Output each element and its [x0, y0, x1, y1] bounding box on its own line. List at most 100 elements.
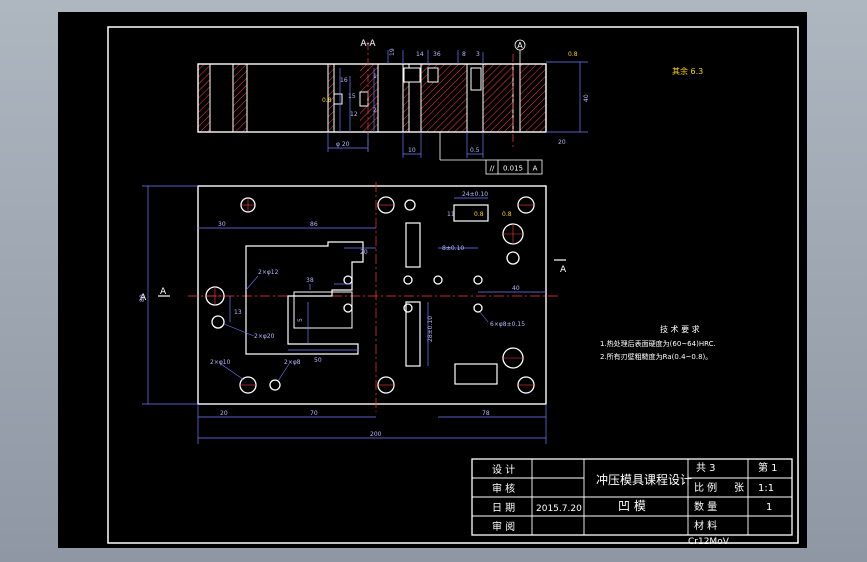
svg-text:0.8: 0.8 [474, 211, 484, 218]
svg-text:20: 20 [220, 410, 228, 417]
svg-text:86: 86 [310, 221, 318, 228]
svg-text:A: A [533, 165, 538, 173]
svg-text:1: 1 [373, 73, 377, 80]
cad-viewport[interactable]: A A-A // 0.015 A 19 14 36 8 3 0.8 40 20 … [58, 12, 807, 548]
svg-text:3: 3 [476, 51, 480, 58]
plate-outline [197, 185, 547, 405]
svg-text:0.8: 0.8 [568, 51, 578, 58]
tb-sheets-label: 张 [734, 482, 744, 494]
small-hole [211, 315, 225, 329]
hatch-left2 [233, 64, 247, 132]
svg-text:φ 20: φ 20 [336, 141, 350, 148]
tb-project-title: 冲压模具课程设计 [596, 472, 692, 487]
pin-hole [343, 275, 353, 285]
svg-text:8±0.10: 8±0.10 [442, 245, 464, 252]
pin-hole [403, 275, 413, 285]
svg-text:A: A [140, 293, 147, 303]
svg-text:0.8: 0.8 [322, 97, 332, 104]
plan-view: A A A 80 30 86 24±0.10 11 0.8 0.8 8±0.10… [139, 182, 567, 444]
section-title: A-A [360, 39, 376, 49]
tb-design-label: 设 计 [492, 463, 515, 476]
section-view: A A-A // 0.015 A 19 14 36 8 3 0.8 40 20 … [197, 39, 590, 175]
small-hole [404, 199, 416, 211]
hatch-left [198, 64, 210, 132]
svg-text:2×φ8: 2×φ8 [284, 359, 301, 366]
hatch-mid5 [483, 64, 513, 132]
tb-material-label: 材 料 [694, 519, 717, 532]
hatch-mid2 [360, 64, 378, 132]
svg-text:24±0.10: 24±0.10 [462, 191, 488, 198]
svg-text://: // [490, 165, 495, 173]
svg-text:A: A [560, 265, 567, 275]
slot-top [453, 204, 489, 222]
svg-text:70: 70 [310, 410, 318, 417]
svg-text:0.5: 0.5 [470, 147, 480, 154]
pin-hole [343, 303, 353, 313]
tb-scale-label: 比 例 [694, 481, 717, 494]
slot-bottom [454, 363, 498, 385]
other-roughness: 其余 6.3 [672, 66, 703, 76]
tech-title: 技 术 要 求 [660, 324, 700, 334]
svg-text:36: 36 [433, 51, 441, 58]
tech-line-2: 2.所有刃壁粗糙度为Ra(0.4~0.8)。 [600, 352, 712, 361]
drawing-canvas: A A-A // 0.015 A 19 14 36 8 3 0.8 40 20 … [107, 26, 799, 547]
svg-text:78: 78 [482, 410, 490, 417]
svg-text:38: 38 [306, 277, 314, 284]
svg-text:13: 13 [234, 309, 242, 316]
svg-text:8: 8 [462, 51, 466, 58]
title-block: 设 计 审 核 日 期 审 阅 2015.7.20 冲压模具课程设计 凹 模 共… [471, 458, 793, 547]
svg-text:16: 16 [340, 77, 348, 84]
svg-text:10: 10 [408, 147, 416, 154]
tb-date-label: 日 期 [492, 502, 515, 514]
datum-a-label: A [517, 41, 523, 50]
hatch-mid1 [328, 64, 334, 132]
tb-qty-value: 1 [766, 502, 772, 513]
svg-text:15: 15 [348, 93, 356, 100]
svg-text:14: 14 [416, 51, 424, 58]
svg-text:5: 5 [297, 318, 304, 322]
svg-text:19: 19 [389, 48, 396, 56]
svg-text:28±0.10: 28±0.10 [427, 316, 434, 342]
hatch-mid3 [403, 74, 409, 132]
svg-text:50: 50 [314, 357, 322, 364]
svg-text:2: 2 [373, 107, 377, 114]
tb-scale-value: 1:1 [758, 483, 774, 494]
svg-text:80: 80 [139, 294, 146, 302]
svg-text:12: 12 [350, 111, 358, 118]
dowel-hole [240, 197, 256, 213]
svg-text:20: 20 [360, 249, 368, 256]
svg-text:11: 11 [447, 211, 455, 218]
geometric-tolerance: // 0.015 A [439, 132, 543, 175]
svg-text:30: 30 [218, 221, 226, 228]
svg-text:40: 40 [583, 94, 590, 102]
pin-hole [473, 303, 483, 313]
svg-text:200: 200 [370, 431, 382, 438]
svg-text:A: A [160, 287, 167, 297]
slot-vertical [405, 222, 421, 268]
tb-approve-label: 审 阅 [492, 520, 515, 533]
tech-line-1: 1.热处理后表面硬度为(60~64)HRC. [600, 339, 716, 348]
svg-text:2×φ12: 2×φ12 [258, 269, 279, 276]
small-hole [506, 251, 520, 265]
pin-hole [403, 303, 413, 313]
svg-text:20: 20 [558, 139, 566, 146]
cavity-profile [245, 241, 364, 355]
tb-sheet-no: 第 1 [758, 461, 778, 474]
svg-text:6×φ8±0.15: 6×φ8±0.15 [490, 321, 525, 328]
svg-text:0.8: 0.8 [502, 211, 512, 218]
slot-vertical-low [405, 301, 421, 367]
tb-qty-label: 数 量 [694, 500, 717, 513]
hatch-right [520, 64, 546, 132]
pin-hole [433, 275, 443, 285]
tech-requirements: 技 术 要 求 1.热处理后表面硬度为(60~64)HRC. 2.所有刃壁粗糙度… [600, 324, 716, 361]
svg-text:2×φ20: 2×φ20 [254, 333, 275, 340]
tb-material-value: Cr12MoV [688, 537, 730, 547]
svg-text:40: 40 [512, 285, 520, 292]
section-outline [197, 63, 547, 133]
sheet-frame [107, 26, 799, 544]
svg-text:0.015: 0.015 [503, 165, 523, 173]
small-hole [269, 379, 281, 391]
tb-check-label: 审 核 [492, 482, 515, 495]
pin-hole [473, 275, 483, 285]
tb-total-sheets: 共 3 [696, 462, 716, 474]
